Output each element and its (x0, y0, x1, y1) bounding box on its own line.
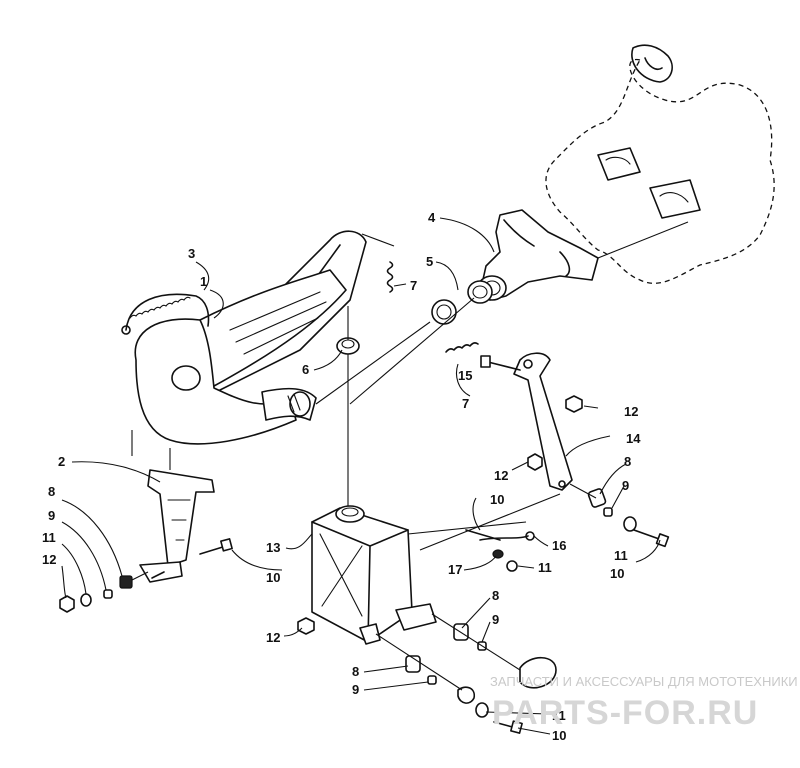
watermark-brand: PARTS-FOR.RU (492, 694, 758, 732)
callout-11-bottom: 11 (552, 708, 566, 723)
resonator-box (311, 505, 437, 645)
callout-6: 6 (302, 362, 309, 377)
callout-numbers: 3 1 2 4 5 7 6 7 15 12 14 12 10 8 9 11 10… (42, 210, 641, 743)
callout-11-left: 11 (42, 530, 56, 545)
spring-wire (121, 293, 210, 335)
callout-8-bottom: 8 (352, 664, 359, 679)
callout-7-lower: 7 (462, 396, 469, 411)
callout-17: 17 (448, 562, 462, 577)
callout-10-bottom: 10 (552, 728, 566, 743)
callout-9-bottom: 9 (352, 682, 359, 697)
watermark: ЗАПЧАСТИ И АКСЕССУАРЫ ДЛЯ МОТОТЕХНИКИ PA… (490, 674, 798, 732)
exhaust-manifold (477, 209, 599, 301)
callout-7-upper: 7 (410, 278, 417, 293)
watermark-tagline: ЗАПЧАСТИ И АКСЕССУАРЫ ДЛЯ МОТОТЕХНИКИ (490, 674, 798, 689)
callout-14: 14 (626, 431, 641, 446)
callout-10-cable: 10 (490, 492, 504, 507)
hardware (59, 355, 670, 734)
callout-12-mid: 12 (494, 468, 508, 483)
support-bracket (513, 352, 573, 491)
assembly-lines (61, 217, 689, 735)
callout-10-left: 10 (266, 570, 280, 585)
callout-9-lower: 9 (492, 612, 499, 627)
expansion-chamber (134, 230, 367, 445)
callout-16: 16 (552, 538, 566, 553)
callout-2: 2 (58, 454, 65, 469)
callout-12-box: 12 (266, 630, 280, 645)
engine-outline (545, 44, 775, 284)
callout-11-cable: 11 (538, 560, 552, 575)
callout-8-left: 8 (48, 484, 55, 499)
callout-15: 15 (458, 368, 472, 383)
callout-10-right: 10 (610, 566, 624, 581)
callout-8-right: 8 (624, 454, 631, 469)
callout-1: 1 (200, 274, 207, 289)
callout-9-left: 9 (48, 508, 55, 523)
grommet (336, 337, 360, 355)
callout-3: 3 (188, 246, 195, 261)
callout-12-left: 12 (42, 552, 56, 567)
callout-4: 4 (428, 210, 436, 225)
callout-11-right: 11 (614, 548, 628, 563)
springs (386, 261, 479, 353)
seal-rings (431, 280, 493, 325)
mounting-bracket (139, 469, 215, 583)
callout-8-lower: 8 (492, 588, 499, 603)
callout-5: 5 (426, 254, 433, 269)
callout-13: 13 (266, 540, 280, 555)
callout-9-right: 9 (622, 478, 629, 493)
callout-12-right: 12 (624, 404, 638, 419)
